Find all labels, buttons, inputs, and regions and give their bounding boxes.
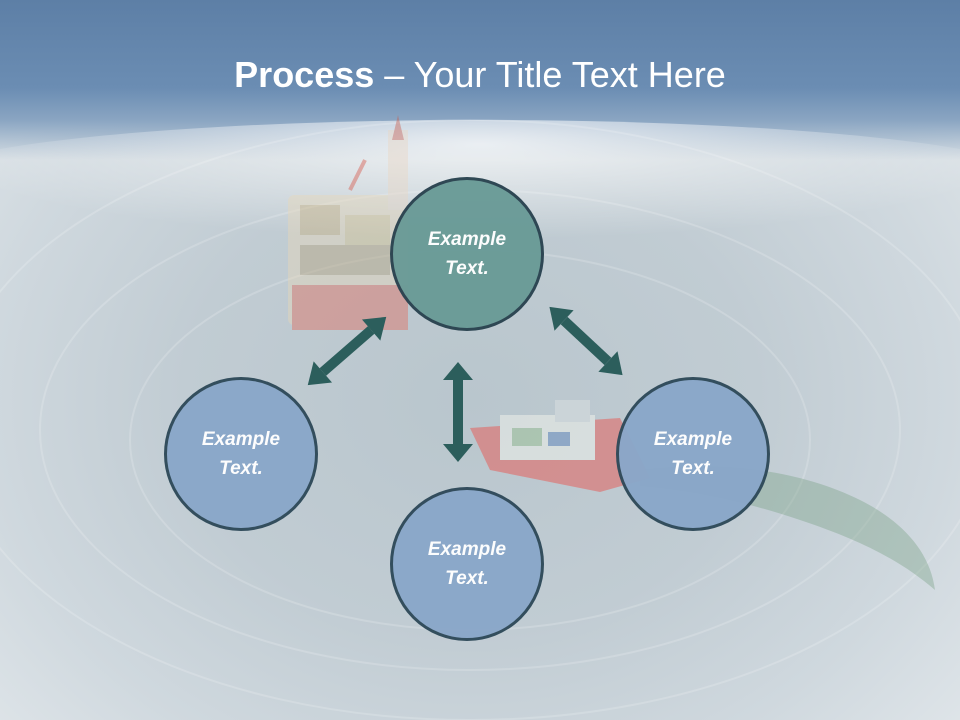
node-right-line1: Example (653, 429, 733, 450)
node-left-text: Example Text. (186, 425, 296, 483)
node-right-text: Example Text. (638, 425, 748, 483)
process-node-top[interactable]: Example Text. (390, 177, 544, 331)
arrows (307, 306, 623, 462)
process-node-bottom[interactable]: Example Text. (390, 487, 544, 641)
node-top-line2: Text. (445, 258, 489, 279)
arrow-top-to-left (307, 316, 387, 386)
node-bottom-line2: Text. (445, 568, 489, 589)
title-separator: – (374, 54, 414, 95)
page-title: Process – Your Title Text Here (0, 50, 960, 100)
title-rest: Your Title Text Here (413, 54, 726, 95)
node-right-line2: Text. (671, 458, 715, 479)
node-bottom-line1: Example (427, 539, 507, 560)
oil-rig-illustration (288, 115, 408, 330)
process-node-right[interactable]: Example Text. (616, 377, 770, 531)
node-bottom-text: Example Text. (412, 535, 522, 593)
arrow-top-to-right (549, 306, 623, 376)
node-top-line1: Example (427, 229, 507, 250)
supply-ship-illustration (470, 400, 650, 492)
process-node-left[interactable]: Example Text. (164, 377, 318, 531)
arrow-top-to-bottom (443, 362, 473, 462)
node-left-line1: Example (201, 429, 281, 450)
node-left-line2: Text. (219, 458, 263, 479)
node-top-text: Example Text. (412, 225, 522, 283)
title-bold: Process (234, 54, 375, 95)
